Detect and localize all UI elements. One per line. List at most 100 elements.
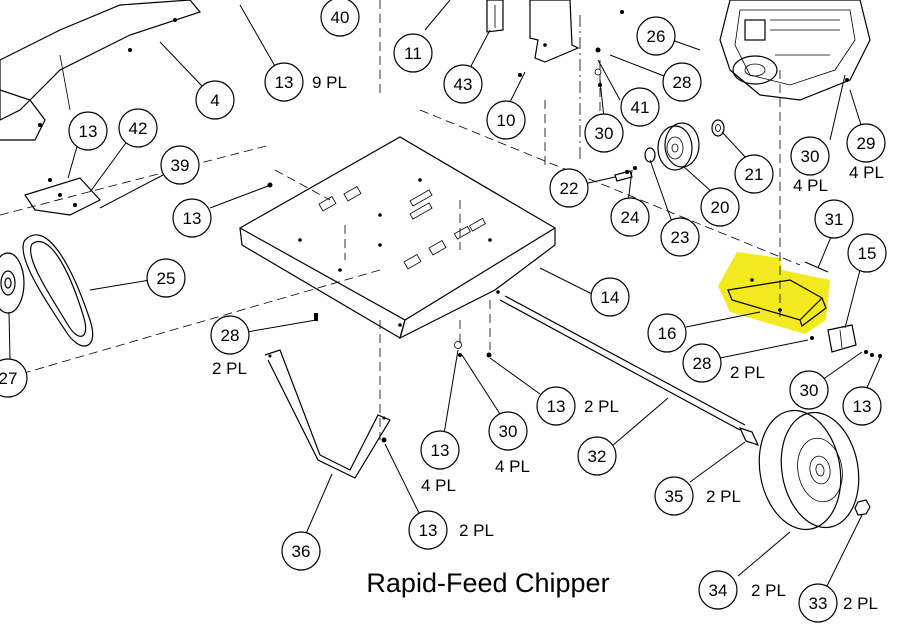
callout-number: 13 bbox=[853, 397, 872, 416]
callout-15[interactable]: 15 bbox=[847, 233, 887, 273]
callout-number: 13 bbox=[79, 122, 98, 141]
callout-qty: 2 PL bbox=[843, 594, 878, 613]
callout-4[interactable]: 4 bbox=[195, 80, 235, 120]
part-32-axle bbox=[499, 295, 746, 431]
callout-34[interactable]: 34 bbox=[698, 570, 738, 610]
callout-qty: 9 PL bbox=[312, 73, 347, 92]
callout-number: 32 bbox=[588, 447, 607, 466]
part-4-frame bbox=[0, 0, 202, 141]
callout-36[interactable]: 36 bbox=[281, 531, 321, 571]
callout-26[interactable]: 26 bbox=[636, 16, 676, 56]
part-25-belt bbox=[22, 234, 94, 347]
callout-number: 4 bbox=[210, 91, 219, 110]
callout-qty: 2 PL bbox=[584, 397, 619, 416]
callout-30-center[interactable]: 30 bbox=[488, 411, 528, 451]
callout-number: 30 bbox=[800, 381, 819, 400]
callout-qty: 2 PL bbox=[706, 487, 741, 506]
callout-qty: 2 PL bbox=[212, 359, 247, 378]
callout-qty: 4 PL bbox=[849, 163, 884, 182]
callout-30-engine[interactable]: 30 bbox=[790, 136, 830, 176]
callout-30-right[interactable]: 30 bbox=[789, 370, 829, 410]
hardware-fasteners bbox=[48, 10, 882, 443]
callout-33[interactable]: 33 bbox=[798, 583, 838, 623]
part-42-bracket bbox=[24, 177, 101, 216]
callout-13-mid[interactable]: 13 bbox=[172, 198, 212, 238]
callout-number: 22 bbox=[560, 179, 579, 198]
callout-qty: 2 PL bbox=[730, 363, 765, 382]
callout-28-right[interactable]: 28 bbox=[682, 343, 722, 383]
callout-number: 35 bbox=[665, 487, 684, 506]
part-27-pulley bbox=[0, 252, 25, 314]
callout-bubbles: 40 13 9 PL 4 11 43 10 26 28 41 30 30 4 P… bbox=[0, 0, 887, 623]
callout-27[interactable]: 27 bbox=[0, 358, 28, 398]
callout-28-left[interactable]: 28 bbox=[210, 315, 250, 355]
part-36-leg bbox=[264, 349, 391, 479]
callout-13-lower[interactable]: 13 bbox=[420, 430, 460, 470]
callout-number: 13 bbox=[275, 73, 294, 92]
callout-number: 10 bbox=[497, 111, 516, 130]
callout-number: 11 bbox=[404, 44, 422, 63]
callout-number: 43 bbox=[454, 75, 473, 94]
callout-number: 16 bbox=[658, 324, 677, 343]
callout-number: 28 bbox=[673, 73, 692, 92]
part-43-upright bbox=[486, 0, 504, 33]
callout-32[interactable]: 32 bbox=[577, 436, 617, 476]
callout-41[interactable]: 41 bbox=[620, 87, 660, 127]
callout-31[interactable]: 31 bbox=[814, 199, 854, 239]
callout-20[interactable]: 20 bbox=[700, 187, 740, 227]
callout-number: 29 bbox=[857, 134, 876, 153]
callout-number: 40 bbox=[331, 8, 350, 27]
callout-number: 33 bbox=[809, 594, 828, 613]
callout-13-center[interactable]: 13 bbox=[536, 386, 576, 426]
part-20-pulley bbox=[657, 122, 700, 171]
callout-30-top[interactable]: 30 bbox=[584, 113, 624, 153]
callout-number: 13 bbox=[431, 441, 450, 460]
part-35-spacer bbox=[738, 426, 760, 447]
part-34-wheel bbox=[758, 409, 860, 531]
part-15-bracket bbox=[827, 324, 857, 353]
callout-10[interactable]: 10 bbox=[486, 100, 526, 140]
callout-number: 30 bbox=[499, 422, 518, 441]
part-14-base-plate bbox=[238, 136, 557, 340]
callout-number: 36 bbox=[292, 542, 311, 561]
callout-42[interactable]: 42 bbox=[118, 108, 158, 148]
callout-39[interactable]: 39 bbox=[160, 145, 200, 185]
callout-number: 23 bbox=[671, 228, 690, 247]
callout-number: 31 bbox=[825, 210, 844, 229]
callout-11[interactable]: 11 bbox=[393, 33, 433, 73]
callout-number: 13 bbox=[547, 397, 566, 416]
part-33-nut bbox=[854, 499, 871, 516]
callout-23[interactable]: 23 bbox=[660, 217, 700, 257]
callout-22[interactable]: 22 bbox=[549, 168, 589, 208]
callout-13-left[interactable]: 13 bbox=[68, 111, 108, 151]
callout-number: 13 bbox=[183, 209, 202, 228]
callout-16[interactable]: 16 bbox=[647, 313, 687, 353]
callout-13-right[interactable]: 13 bbox=[842, 386, 882, 426]
callout-21[interactable]: 21 bbox=[734, 154, 774, 194]
callout-25[interactable]: 25 bbox=[146, 258, 186, 298]
callout-35[interactable]: 35 bbox=[654, 476, 694, 516]
callout-29[interactable]: 29 bbox=[846, 123, 886, 163]
callout-number: 30 bbox=[801, 147, 820, 166]
callout-number: 28 bbox=[693, 354, 712, 373]
callout-number: 25 bbox=[157, 269, 176, 288]
callout-qty: 2 PL bbox=[459, 521, 494, 540]
callout-28-top[interactable]: 28 bbox=[662, 62, 702, 102]
callout-13-bottom[interactable]: 13 bbox=[408, 510, 448, 550]
callout-number: 20 bbox=[711, 198, 730, 217]
callout-number: 39 bbox=[171, 156, 190, 175]
callout-24[interactable]: 24 bbox=[610, 197, 650, 237]
callout-13-9pl[interactable]: 13 bbox=[264, 62, 304, 102]
callout-40[interactable]: 40 bbox=[320, 0, 360, 37]
part-21-washer bbox=[711, 119, 725, 137]
callout-43[interactable]: 43 bbox=[443, 64, 483, 104]
part-16-highlight bbox=[718, 252, 830, 334]
engine-assembly bbox=[719, 0, 871, 101]
callout-number: 28 bbox=[221, 326, 240, 345]
callout-number: 42 bbox=[129, 119, 148, 138]
part-10-bracket bbox=[529, 0, 580, 63]
callout-qty: 4 PL bbox=[793, 176, 828, 195]
callout-14[interactable]: 14 bbox=[590, 277, 630, 317]
